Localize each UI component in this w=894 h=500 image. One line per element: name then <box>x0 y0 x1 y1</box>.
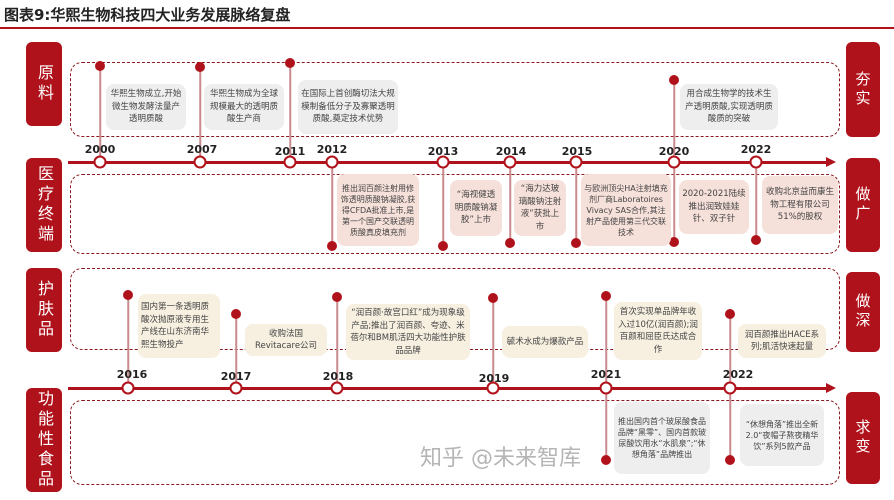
year-marker <box>325 155 339 169</box>
event-stem <box>235 314 237 388</box>
year-marker <box>436 155 450 169</box>
row-tag-food: 求变 <box>846 392 880 484</box>
event-stem <box>336 297 338 388</box>
event-stem <box>289 64 291 162</box>
event-dot <box>725 455 735 465</box>
year-label: 2019 <box>478 372 510 385</box>
event-dot <box>195 62 205 72</box>
event-box: 华熙生物成为全球规模最大的透明质酸生产商 <box>204 84 284 130</box>
medical-region <box>70 174 840 254</box>
event-dot <box>438 241 448 251</box>
year-label: 2017 <box>220 370 252 383</box>
year-marker <box>121 381 135 395</box>
event-box: 与欧洲顶尖HA注射填充剂厂商Laboratoires Vivacy SAS合作,… <box>581 174 671 246</box>
event-box: “休想角落”推出全新2.0“夜帽子熬夜精华饮”系列5款产品 <box>740 404 824 466</box>
event-stem <box>729 388 731 460</box>
row-tag-raw-material: 夯实 <box>846 42 880 137</box>
event-stem <box>199 66 201 162</box>
event-dot <box>669 237 679 247</box>
event-box: 收购法国Revitacare公司 <box>245 324 327 356</box>
year-marker <box>93 155 107 169</box>
event-dot <box>505 238 515 248</box>
event-box: “海力达玻璃酸钠注射液”获批上市 <box>514 180 566 236</box>
event-dot <box>285 58 295 68</box>
event-dot <box>231 309 241 319</box>
event-stem <box>492 298 494 388</box>
year-label: 2015 <box>561 145 593 158</box>
event-box: 推出国内首个玻尿酸食品品牌“黑零”、国内首款玻尿酸饮用水“水肌泉”;“休想角落”… <box>614 402 710 474</box>
event-dot <box>725 309 735 319</box>
event-stem <box>729 314 731 388</box>
year-label: 2022 <box>722 368 754 381</box>
event-dot <box>123 290 133 300</box>
event-stem <box>605 388 607 460</box>
row-label-food: 功能性食品 <box>26 388 62 492</box>
year-label: 2022 <box>740 143 772 156</box>
event-stem <box>755 162 757 242</box>
event-stem <box>509 162 511 244</box>
year-label: 2011 <box>274 145 306 158</box>
event-dot <box>95 61 105 71</box>
event-dot <box>571 238 581 248</box>
event-box: 润百颜推出HACE系列;肌活快速起量 <box>738 324 826 358</box>
year-label: 2018 <box>322 370 354 383</box>
event-dot <box>669 75 679 85</box>
year-marker <box>193 155 207 169</box>
year-marker <box>749 155 763 169</box>
event-box: “海视健透明质酸钠凝胶”上市 <box>450 180 502 236</box>
year-marker <box>569 155 583 169</box>
event-stem <box>442 162 444 246</box>
event-box: “润百颜·故宫口红”成为现象级产品;推出了润百颜、夸迹、米蓓尔和BM肌活四大功能… <box>346 304 470 360</box>
event-box: 毓术水成为爆款产品 <box>502 326 588 358</box>
event-stem <box>331 162 333 246</box>
year-label: 2016 <box>116 368 148 381</box>
year-label: 2012 <box>316 143 348 156</box>
event-stem <box>673 80 675 162</box>
event-stem <box>575 162 577 244</box>
row-label-raw-material: 原料 <box>26 42 62 126</box>
event-stem <box>605 296 607 388</box>
event-box: 华熙生物成立,开始微生物发酵法量产透明质酸 <box>106 84 186 130</box>
year-marker <box>723 381 737 395</box>
row-label-skincare: 护肤品 <box>26 268 62 352</box>
event-dot <box>751 235 761 245</box>
event-box: 用合成生物学的技术生产透明质酸,实现透明质酸质的突破 <box>680 84 778 130</box>
timeline-arrow-2 <box>68 383 836 393</box>
year-marker <box>486 381 500 395</box>
event-box: 国内第一条透明质酸次抛原液专用生产线在山东济南华熙生物投产 <box>138 294 220 358</box>
year-marker <box>229 381 243 395</box>
year-marker <box>667 155 681 169</box>
event-dot <box>601 455 611 465</box>
year-label: 2013 <box>427 145 459 158</box>
year-label: 2007 <box>186 143 218 156</box>
year-marker <box>330 381 344 395</box>
event-box: 推出润百颜注射用修饰透明质酸钠凝胶,获得CFDA批准上市,是第一个国产交联透明质… <box>337 174 419 246</box>
row-tag-skincare: 做深 <box>846 272 880 352</box>
event-dot <box>601 291 611 301</box>
event-box: 在国际上首创酶切法大规模制备低分子及寡聚透明质酸,奠定技术优势 <box>298 80 398 134</box>
year-label: 2020 <box>658 145 690 158</box>
year-marker <box>599 381 613 395</box>
year-label: 2000 <box>84 143 116 156</box>
event-box: 收购北京益而康生物工程有限公司51%的股权 <box>762 176 838 234</box>
year-marker <box>283 155 297 169</box>
year-label: 2014 <box>495 145 527 158</box>
event-box: 2020-2021陆续推出润致娃娃针、双子针 <box>679 180 749 234</box>
figure-title: 图表9:华熙生物科技四大业务发展脉络复盘 <box>4 6 291 24</box>
title-divider <box>0 27 894 29</box>
event-box: 首次实现单品牌年收入过10亿(润百颜);润百颜和屈臣氏达成合作 <box>614 302 702 360</box>
food-region <box>70 400 840 485</box>
row-tag-medical: 做广 <box>846 158 880 252</box>
event-stem <box>99 66 101 162</box>
year-label: 2021 <box>590 368 622 381</box>
row-label-medical: 医疗终端 <box>26 158 62 252</box>
event-stem <box>127 296 129 388</box>
watermark: 知乎 @未来智库 <box>420 446 581 471</box>
raw-material-region <box>70 62 840 137</box>
event-dot <box>327 241 337 251</box>
year-marker <box>503 155 517 169</box>
event-stem <box>673 162 675 242</box>
event-dot <box>488 293 498 303</box>
event-dot <box>332 292 342 302</box>
